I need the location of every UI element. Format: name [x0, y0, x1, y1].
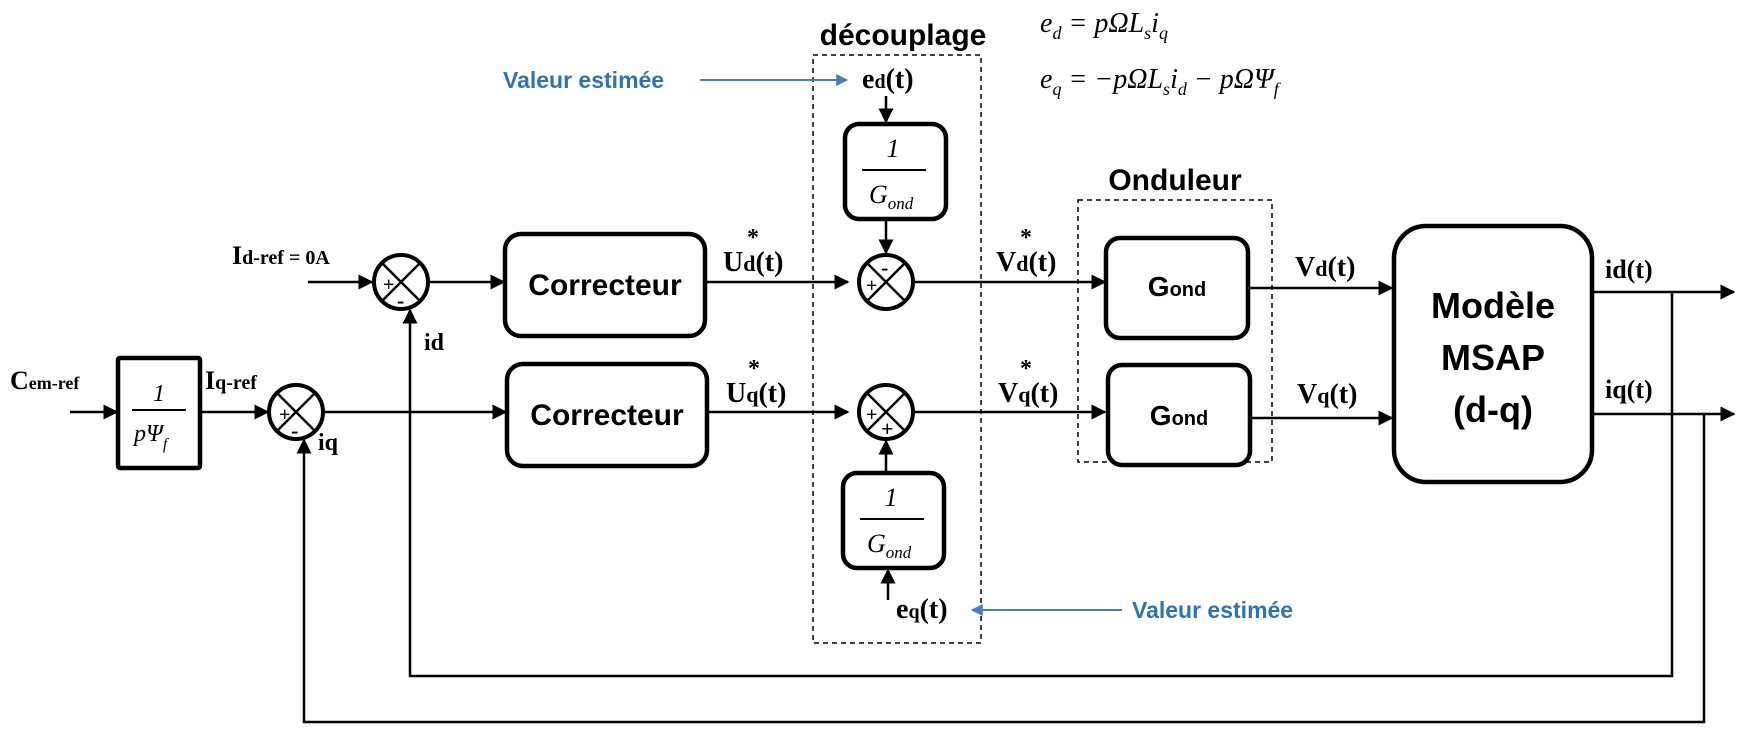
- id-feedback-label: id: [424, 330, 445, 356]
- svg-text:+: +: [881, 416, 894, 441]
- msap-line3: (d-q): [1453, 389, 1533, 430]
- gain-denominator: pΨf: [132, 421, 170, 453]
- msap-line2: MSAP: [1441, 337, 1545, 378]
- inv-gond-top-num: 1: [887, 134, 900, 163]
- decouplage-label: découplage: [820, 19, 987, 52]
- vd-star-label: Vd(t): [996, 247, 1056, 278]
- uq-label: Uq(t): [726, 378, 786, 409]
- msap-line1: Modèle: [1431, 285, 1555, 326]
- summer-d: + -: [372, 253, 430, 313]
- ud-label: Ud(t): [723, 247, 783, 278]
- inv-gond-top-block: [842, 121, 949, 222]
- id-ref-label: Id-ref = 0A: [232, 241, 330, 270]
- cem-ref-label: Cem-ref: [10, 366, 80, 395]
- equation-eq: eq = −pΩLsid − pΩΨf: [1040, 64, 1282, 99]
- valeur-estimee-bottom: Valeur estimée: [1132, 597, 1293, 623]
- inv-gond-top-den: Gond: [869, 180, 914, 213]
- iq-feedback-label: iq: [318, 430, 339, 456]
- equation-ed: ed = pΩLsiq: [1040, 8, 1168, 43]
- id-out-label: id(t): [1605, 255, 1653, 284]
- inv-gond-bottom-den: Gond: [867, 529, 912, 562]
- vq-star-star: *: [1020, 356, 1032, 382]
- vd-star-star: *: [1020, 225, 1032, 251]
- id-feedback-path: [402, 292, 1674, 678]
- svg-text:+: +: [866, 404, 877, 426]
- correcteur-d-block: [502, 231, 708, 339]
- correcteur-q-block: [504, 361, 710, 469]
- svg-text:-: -: [397, 288, 404, 313]
- valeur-estimee-top: Valeur estimée: [503, 67, 664, 93]
- msap-model-block: [1391, 223, 1595, 485]
- gond-d-label: Gond: [1148, 271, 1206, 302]
- ed-label: ed(t): [862, 64, 914, 95]
- iq-out-label: iq(t): [1605, 375, 1653, 404]
- svg-text:ed = pΩLsiq: ed = pΩLsiq: [1040, 8, 1168, 43]
- iq-feedback-path: [296, 414, 1706, 724]
- vq-star-label: Vq(t): [998, 378, 1058, 409]
- eq-label: eq(t): [896, 594, 948, 625]
- gain-numerator: 1: [153, 381, 165, 407]
- correcteur-d-label: Correcteur: [528, 269, 682, 302]
- vq-label: Vq(t): [1297, 379, 1357, 410]
- summer-decouple-q: + +: [857, 383, 915, 441]
- svg-text:eq = −pΩLsid − pΩΨf: eq = −pΩLsid − pΩΨf: [1040, 64, 1282, 99]
- svg-text:-: -: [881, 255, 888, 280]
- summer-decouple-d: + -: [857, 253, 915, 311]
- ud-star: *: [747, 225, 759, 251]
- svg-text:-: -: [291, 418, 298, 443]
- uq-star: *: [748, 356, 760, 382]
- gain-block: [115, 355, 203, 471]
- iq-ref-label: Iq-ref: [205, 366, 257, 395]
- inv-gond-bottom-block: [840, 470, 947, 571]
- gond-q-block: [1105, 362, 1253, 468]
- svg-text:+: +: [279, 404, 290, 426]
- inv-gond-bottom-num: 1: [885, 483, 898, 512]
- gond-q-label: Gond: [1150, 400, 1208, 431]
- onduleur-label: Onduleur: [1108, 164, 1242, 197]
- svg-text:+: +: [866, 275, 877, 297]
- vd-label: Vd(t): [1295, 252, 1355, 283]
- svg-text:+: +: [383, 274, 394, 296]
- summer-q: + -: [267, 383, 325, 443]
- correcteur-q-label: Correcteur: [530, 399, 684, 432]
- decouplage-group-box: [812, 54, 982, 644]
